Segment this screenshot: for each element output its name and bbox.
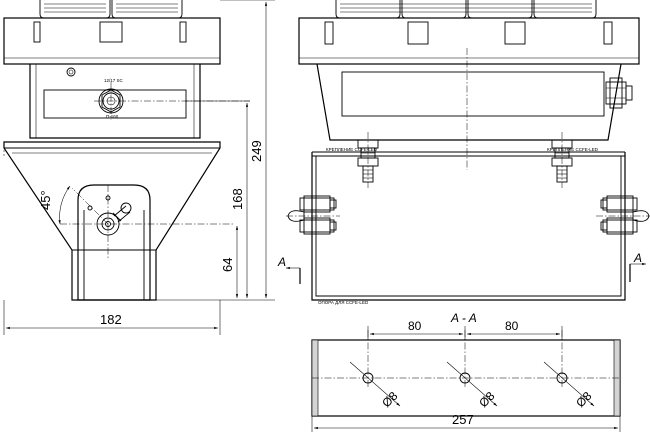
right-bolt-icon (551, 132, 573, 188)
section-marker-left-label: A (277, 255, 286, 269)
front-view: КРЕПЛЕНИЕ CCFE-LED КРЕПЛЕНИЕ CCFE-LED ОП… (277, 0, 650, 305)
gland-label-top: 12/17 SC (104, 78, 124, 83)
hole-dia-label-1: Ø8 (379, 389, 400, 410)
bracket-label-right: КРЕПЛЕНИЕ CCFE-LED (547, 147, 599, 152)
dim-64-label: 64 (220, 258, 235, 272)
cable-gland-icon (94, 82, 250, 120)
right-wing-nut-icon (596, 195, 650, 235)
front-housing-body (316, 63, 622, 141)
dim-80-right-label: 80 (505, 319, 519, 333)
section-marker-right (629, 262, 646, 282)
u-bracket (311, 151, 626, 301)
left-bolt-icon (357, 132, 379, 188)
dim-80-left-label: 80 (408, 319, 422, 333)
left-wing-nut-icon (286, 195, 340, 235)
dim-168-label: 168 (230, 188, 245, 210)
gland-label-bottom: П-160 (106, 114, 119, 119)
hole-dia-label-3: Ø8 (573, 389, 594, 410)
dim-257-label: 257 (452, 412, 474, 427)
dim-182 (3, 300, 221, 335)
hole-icon (459, 372, 471, 384)
front-cable-gland-icon (605, 77, 633, 109)
side-view: 12/17 SC П-160 (3, 0, 275, 335)
support-label: ОПОРА ДЛЯ CCFE-LED (318, 300, 369, 305)
dim-182-label: 182 (100, 312, 122, 327)
front-top-fins (335, 0, 597, 19)
bracket-label-left: КРЕПЛЕНИЕ CCFE-LED (326, 147, 378, 152)
hole-icon (556, 372, 568, 384)
side-housing-top (3, 17, 221, 65)
hole-dia-label-2: Ø8 (476, 389, 497, 410)
hole-icon (362, 372, 374, 384)
side-mount-bracket (3, 141, 235, 301)
side-top-fins (39, 0, 183, 19)
front-housing-top (298, 17, 640, 65)
section-marker-right-label: A (633, 251, 642, 265)
dim-angle-45: 45° (38, 190, 53, 210)
dim-249-label: 249 (249, 140, 264, 162)
front-panel (341, 71, 605, 117)
section-title: A - A (450, 311, 477, 325)
section-marker-left (286, 266, 301, 284)
section-a-a-view (311, 326, 621, 432)
screw-icon (66, 67, 76, 77)
